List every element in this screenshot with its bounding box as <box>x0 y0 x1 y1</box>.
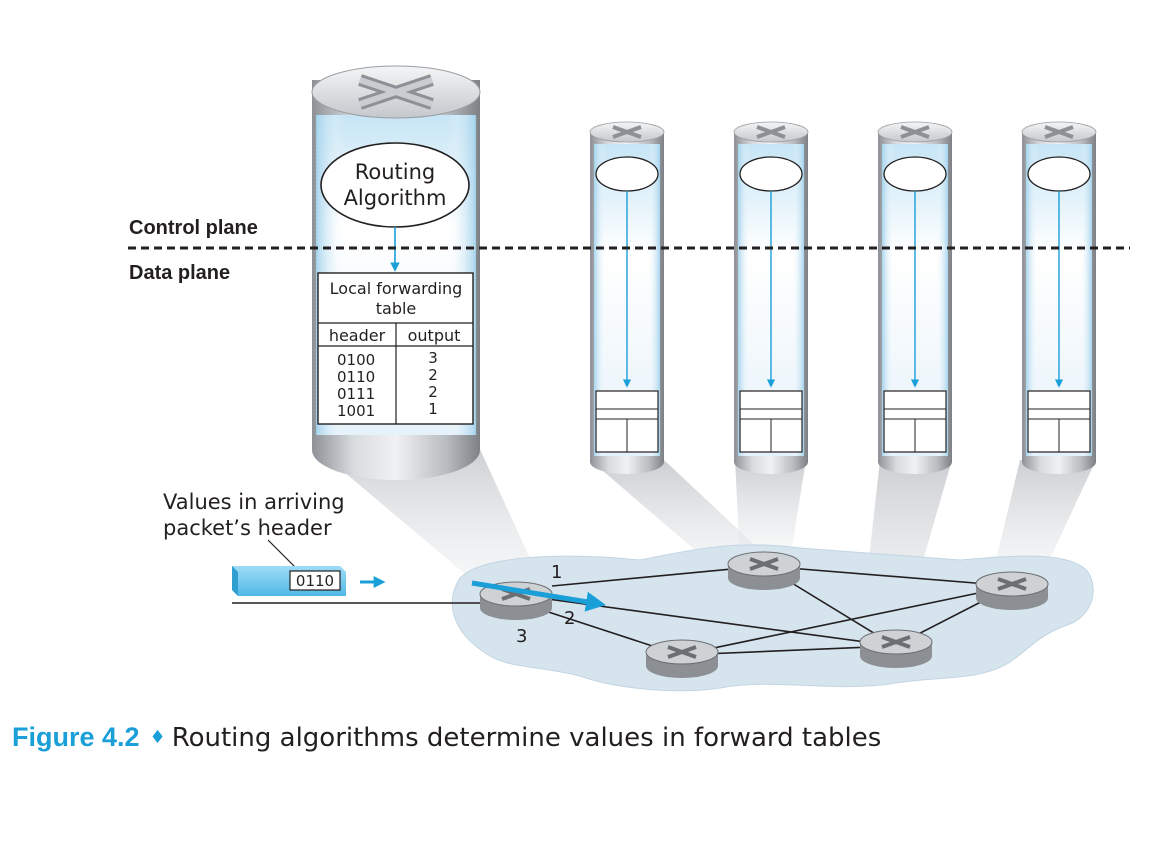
network-routers <box>479 551 1049 678</box>
port-1-label: 1 <box>551 562 562 583</box>
table-col-header: header <box>329 326 386 345</box>
router-icon <box>612 125 642 139</box>
router-icon <box>645 639 719 678</box>
table-row-output: 3 <box>428 349 438 367</box>
router-cylinder-small <box>733 121 809 474</box>
packet-label-line2: packet’s header <box>163 516 332 540</box>
table-title-line2: table <box>376 299 417 318</box>
router-cylinder-small <box>589 121 665 474</box>
router-cylinder-small <box>877 121 953 474</box>
caption-text: Routing algorithms determine values in f… <box>171 723 882 753</box>
diamond-icon: ♦ <box>149 727 166 748</box>
network-cloud <box>451 544 1094 692</box>
router-icon <box>859 629 933 668</box>
router-icon <box>975 571 1049 610</box>
routing-algorithm-line2: Algorithm <box>344 186 447 210</box>
table-col-output: output <box>408 326 461 345</box>
table-row-output: 1 <box>428 400 438 418</box>
routing-algorithm-line1: Routing <box>355 160 436 184</box>
router-icon <box>756 125 786 139</box>
arriving-packet: 0110 <box>232 566 346 596</box>
local-forwarding-table: Local forwarding table header output 010… <box>317 272 474 425</box>
data-plane-label: Data plane <box>129 262 230 284</box>
router-cylinder-small <box>1021 121 1097 474</box>
router-icon <box>900 125 930 139</box>
table-title-line1: Local forwarding <box>330 279 463 298</box>
table-row-header: 0111 <box>337 385 375 403</box>
port-2-label: 2 <box>564 608 575 629</box>
table-row-header: 0110 <box>337 368 375 386</box>
table-row-header: 0100 <box>337 351 375 369</box>
table-row-output: 2 <box>428 366 438 384</box>
router-icon <box>1044 125 1074 139</box>
figure-number: Figure 4.2 <box>12 722 140 752</box>
control-plane-label: Control plane <box>129 217 258 239</box>
table-row-header: 1001 <box>337 402 375 420</box>
packet-header-value: 0110 <box>296 572 334 590</box>
routing-algorithm-box <box>320 142 470 228</box>
figure-caption: Figure 4.2 ♦Routing algorithms determine … <box>12 722 881 753</box>
router-icon <box>727 551 801 590</box>
table-row-output: 2 <box>428 383 438 401</box>
forwarding-path-arrow <box>471 580 606 612</box>
port-3-label: 3 <box>516 626 527 647</box>
packet-label-line1: Values in arriving <box>163 490 345 514</box>
router-icon <box>358 74 434 110</box>
